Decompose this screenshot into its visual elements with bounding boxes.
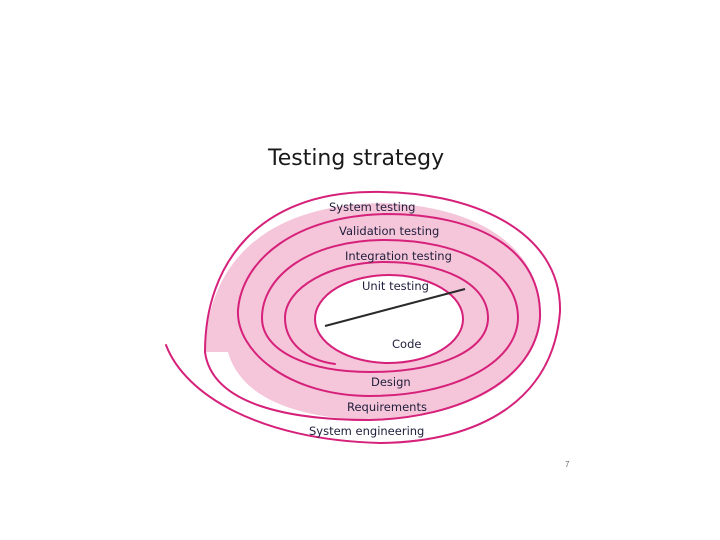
spiral-third-turn	[260, 238, 520, 397]
spiral-axis-line	[324, 288, 466, 327]
label-validation-testing: Validation testing	[339, 224, 439, 238]
spiral-outer-turn	[165, 190, 562, 445]
label-system-testing: System testing	[329, 200, 415, 214]
page-number: 7	[565, 460, 570, 469]
label-requirements: Requirements	[347, 400, 427, 414]
spiral-core-outline	[314, 274, 464, 364]
spiral-core	[315, 275, 463, 363]
spiral-second-turn	[204, 212, 542, 422]
label-integration-testing: Integration testing	[345, 249, 452, 263]
label-code: Code	[392, 337, 421, 351]
label-design: Design	[371, 375, 411, 389]
slide-title: Testing strategy	[268, 146, 445, 171]
label-system-engineering: System engineering	[309, 424, 424, 438]
spiral-inner-turn	[283, 260, 490, 373]
label-unit-testing: Unit testing	[362, 279, 429, 293]
